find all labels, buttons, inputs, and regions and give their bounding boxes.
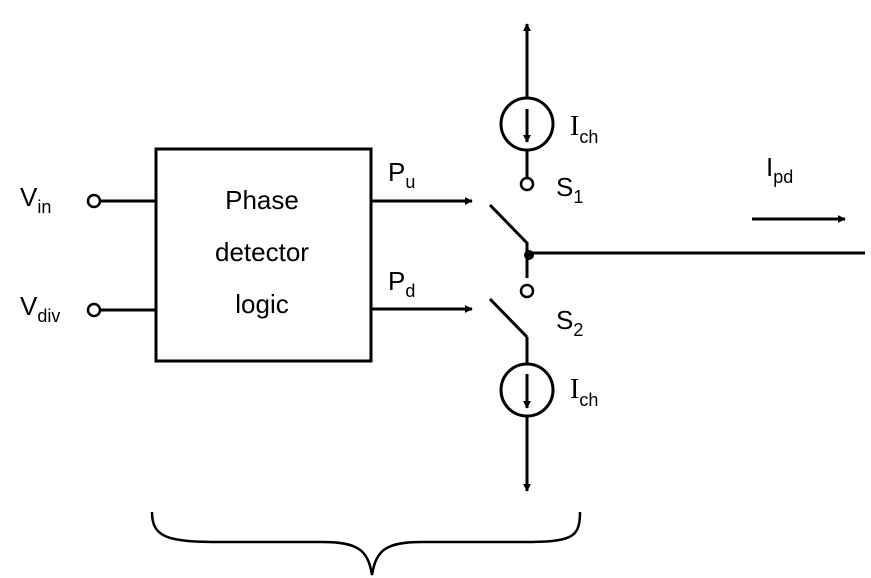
vdiv-terminal [86, 302, 156, 318]
pu-label: Pu [388, 157, 415, 192]
block-label-line3: logic [235, 289, 288, 319]
top-source-label: Ich [570, 111, 598, 147]
s1-contact [519, 176, 535, 192]
switch-s2 [488, 283, 535, 339]
switch-s1 [488, 176, 535, 245]
phase-detector-block [154, 147, 373, 363]
group-brace [150, 511, 582, 576]
s2-label: S2 [556, 305, 583, 340]
ipd-label: Ipd [766, 152, 793, 187]
s1-blade [488, 203, 529, 245]
bottom-current-source [499, 362, 555, 418]
vin-label: Vin [20, 182, 51, 217]
s1-label: S1 [556, 172, 583, 207]
block-label-line2: detector [215, 237, 309, 267]
pd-label: Pd [388, 266, 415, 301]
vin-terminal [86, 193, 156, 209]
block-label-line1: Phase [225, 185, 299, 215]
vdiv-terminal-circle [86, 302, 102, 318]
vin-terminal-circle [86, 193, 102, 209]
bottom-source-label: Ich [570, 374, 598, 410]
s2-blade [488, 297, 529, 339]
vdiv-label: Vdiv [20, 291, 60, 326]
s2-contact [519, 283, 535, 299]
top-current-source [499, 96, 555, 152]
